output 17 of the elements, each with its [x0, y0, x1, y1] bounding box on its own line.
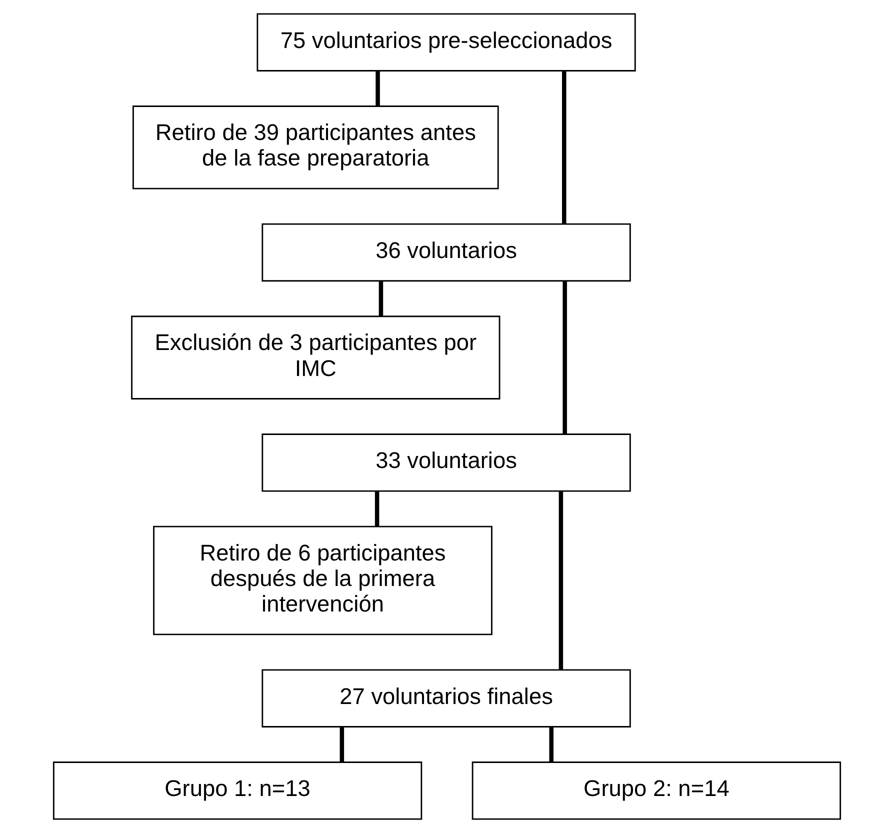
connector: [378, 281, 383, 316]
node-box: Retiro de 6 participantes después de la primera intervención: [152, 526, 492, 636]
node-box: Grupo 2: n=14: [471, 762, 841, 820]
node-box: 33 voluntarios: [261, 434, 630, 492]
connector: [562, 71, 566, 224]
connector: [375, 71, 380, 106]
connector: [548, 727, 553, 762]
connector: [558, 491, 563, 670]
node-box: 75 voluntarios pre-seleccionados: [256, 13, 636, 72]
connector: [339, 727, 344, 762]
connector: [562, 281, 566, 434]
node-box: Grupo 1: n=13: [52, 762, 422, 820]
node-box: 36 voluntarios: [261, 223, 630, 282]
node-box: Retiro de 39 participantes antes de la fase preparatoria: [132, 106, 498, 190]
node-box: Exclusión de 3 participantes por IMC: [130, 316, 500, 400]
node-box: 27 voluntarios finales: [261, 669, 630, 728]
connector: [374, 491, 379, 526]
